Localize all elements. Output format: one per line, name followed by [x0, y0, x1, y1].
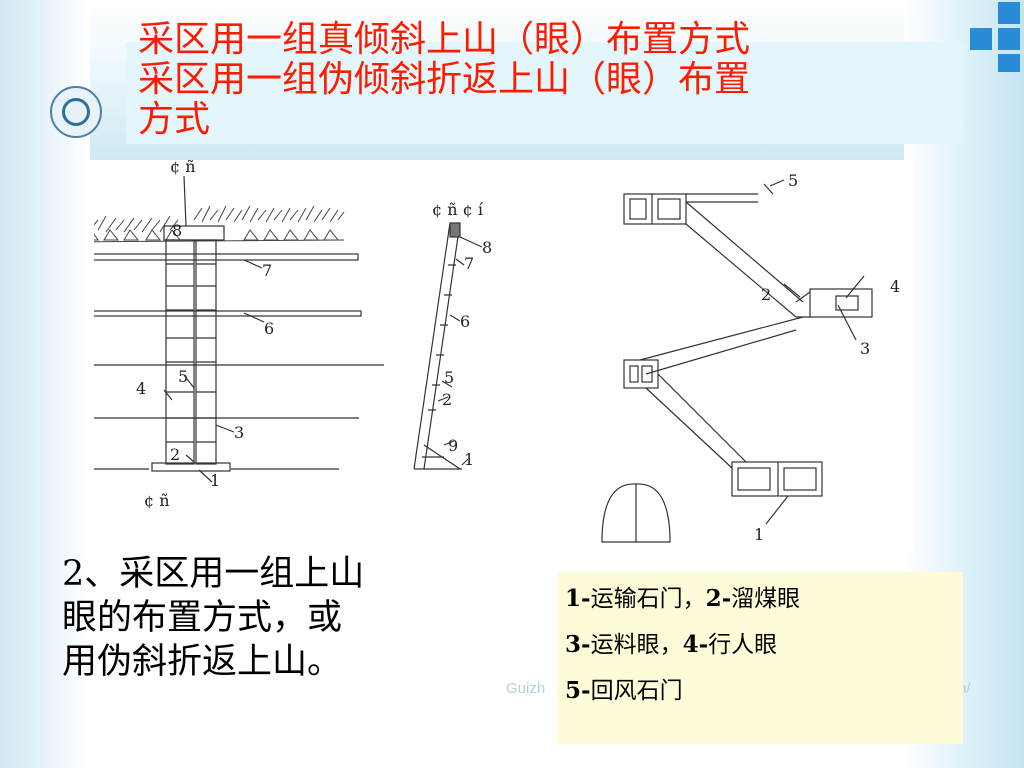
section-label-5: 5 — [444, 368, 454, 387]
title-line-1: 采区用一组真倾斜上山（眼）布置方式 — [138, 19, 751, 60]
label-2: 2 — [170, 445, 180, 464]
section-label-8: 8 — [482, 238, 492, 257]
caption-line-2: 眼的布置方式，或 — [62, 598, 343, 638]
label-6: 6 — [264, 319, 274, 338]
turn-station — [795, 288, 873, 318]
label-3: 3 — [234, 423, 244, 442]
upper-crosscut — [623, 183, 774, 225]
lower-crosscut — [731, 461, 823, 497]
zigzag-diagram-panel: 5 4 2 3 1 — [588, 162, 913, 552]
decorative-tiles — [964, 2, 1020, 74]
zigzag-diagram: 5 4 2 3 1 — [601, 171, 900, 544]
inclined-raise-middle — [639, 316, 804, 375]
legend-key-5: 5- — [565, 677, 591, 704]
level-7-roadway — [51, 253, 359, 261]
zigzag-label-3: 3 — [860, 339, 870, 358]
plan-diagram: ¢ ñ 8 7 6 5 4 3 2 1 ¢ ñ — [42, 157, 384, 510]
title-background — [126, 42, 964, 144]
legend-text-2: 溜煤眼 — [731, 586, 801, 612]
university-logo — [50, 86, 102, 138]
legend-text-3: 运料眼， — [590, 632, 683, 658]
section-label-1: 1 — [464, 450, 474, 469]
zigzag-label-4: 4 — [890, 277, 900, 296]
inclined-raise — [413, 222, 461, 470]
section-label-7: 7 — [464, 254, 474, 273]
title-line-2: 采区用一组伪倾斜折返上山（眼）布置 — [138, 59, 751, 100]
shaft-top-block — [449, 222, 461, 238]
legend-key-2: 2- — [705, 585, 732, 612]
haulage-crosscut — [151, 462, 231, 472]
legend-text-5: 回风石门 — [590, 678, 683, 704]
zigzag-label-2: 2 — [761, 285, 771, 304]
coal-seam-texture — [63, 205, 345, 243]
watermark-left: Guizh — [506, 680, 546, 697]
label-8: 8 — [172, 221, 182, 240]
section-diagram: ¢ ñ ¢ í 8 7 6 5 2 9 1 — [413, 200, 492, 470]
diagram-bottom-mark: ¢ ñ — [144, 491, 170, 510]
legend-text-4: 行人眼 — [708, 632, 778, 658]
inclined-raise-upper — [685, 201, 804, 318]
legend-key-4: 4- — [682, 631, 709, 658]
section-diagram-panel: ¢ ñ ¢ í 8 7 6 5 2 9 1 — [402, 195, 498, 485]
section-label-6: 6 — [460, 312, 470, 331]
title-line-3: 方式 — [138, 99, 211, 140]
legend-key-3: 3- — [565, 631, 591, 658]
slide-caption: 2、采区用一组上山 眼的布置方式，或 用伪斜折返上山。 — [62, 552, 462, 684]
logo-emblem-icon — [62, 98, 90, 126]
slide-title: 采区用一组真倾斜上山（眼）布置方式 采区用一组伪倾斜折返上山（眼）布置 方式 — [138, 20, 928, 140]
inclined-raise-lower — [645, 373, 747, 469]
legend-box: 1-运输石门，2-溜煤眼 3-运料眼，4-行人眼 5-回风石门 — [557, 572, 963, 744]
middle-crosscut — [623, 359, 659, 389]
mark-leader — [183, 175, 187, 227]
section-label-9: 9 — [448, 436, 458, 455]
raise-columns — [165, 239, 217, 465]
label-7: 7 — [262, 261, 272, 280]
label-5: 5 — [178, 367, 188, 386]
legend-row-3: 5-回风石门 — [565, 674, 955, 708]
diagram-top-mark: ¢ ñ — [170, 160, 196, 176]
legend-row-2: 3-运料眼，4-行人眼 — [565, 628, 955, 662]
level-6-roadway — [45, 310, 362, 317]
caption-line-3: 用伪斜折返上山。 — [62, 642, 343, 682]
zigzag-label-1: 1 — [754, 525, 764, 544]
section-label-2: 2 — [442, 390, 452, 409]
roadway-section — [601, 483, 671, 543]
label-4: 4 — [136, 379, 146, 398]
legend-key-1: 1- — [565, 585, 591, 612]
caption-line-1: 2、采区用一组上山 — [62, 554, 365, 594]
legend-text-1: 运输石门， — [590, 586, 706, 612]
label-1: 1 — [210, 471, 220, 490]
zigzag-label-5: 5 — [788, 171, 798, 190]
legend-row-1: 1-运输石门，2-溜煤眼 — [565, 582, 955, 616]
section-top-mark: ¢ ñ ¢ í — [432, 200, 484, 219]
